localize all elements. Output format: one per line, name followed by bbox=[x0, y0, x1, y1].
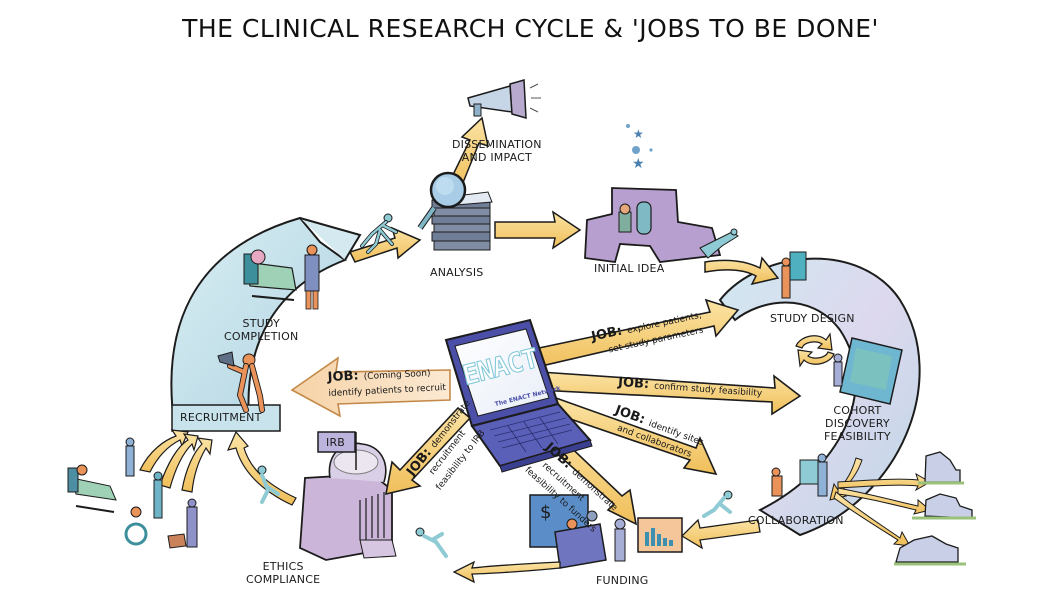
job-arrow-study-design bbox=[519, 298, 740, 371]
analysis-illustration bbox=[417, 171, 493, 251]
diagram-title: THE CLINICAL RESEARCH CYCLE & 'JOBS TO B… bbox=[182, 14, 879, 43]
stage-label-funding: FUNDING bbox=[596, 574, 649, 587]
completion-line-2: COMPLETION bbox=[224, 330, 299, 343]
stage-label-dissemination: DISSEMINATION AND IMPACT bbox=[452, 138, 542, 164]
job-text-line-1: (Coming Soon) bbox=[363, 368, 431, 383]
laptop-icon bbox=[444, 318, 593, 473]
job-arrow-recruitment bbox=[290, 356, 451, 418]
stage-label-initial-idea: INITIAL IDEA bbox=[594, 262, 665, 275]
arrow-initial-idea-to-study-design bbox=[704, 256, 780, 286]
svg-text:$: $ bbox=[540, 502, 551, 523]
completion-line-1: STUDY bbox=[242, 317, 280, 330]
recruiter-figure bbox=[217, 351, 265, 413]
svg-text:★: ★ bbox=[632, 156, 645, 172]
arrow-collaboration-to-funding bbox=[680, 518, 761, 550]
patients-group bbox=[67, 437, 198, 549]
megaphone-icon bbox=[467, 79, 541, 120]
stage-label-ethics-compliance: ETHICS COMPLIANCE bbox=[246, 560, 320, 586]
stage-label-analysis: ANALYSIS bbox=[430, 266, 484, 279]
job-keyword: JOB: bbox=[327, 368, 360, 386]
runner-figures-bottom bbox=[257, 465, 733, 558]
hospital-sites bbox=[894, 451, 976, 566]
cohort-line-1: COHORT bbox=[833, 404, 882, 417]
arrow-funding-to-ethics bbox=[452, 560, 561, 584]
runner-figure bbox=[360, 213, 398, 254]
svg-text:★: ★ bbox=[633, 127, 644, 141]
ethics-line-1: ETHICS bbox=[262, 560, 304, 573]
cohort-line-2: DISCOVERY bbox=[825, 417, 890, 430]
study-design-figure bbox=[781, 251, 807, 299]
funding-illustration: $ bbox=[529, 494, 683, 569]
refresh-cycle-icon bbox=[795, 332, 835, 368]
irb-building bbox=[299, 431, 397, 561]
dissemination-line-1: DISSEMINATION bbox=[452, 138, 542, 151]
ethics-line-2: COMPLIANCE bbox=[246, 573, 321, 586]
stage-label-study-design: STUDY DESIGN bbox=[770, 312, 855, 325]
stage-label-recruitment: RECRUITMENT bbox=[180, 411, 262, 424]
arrow-analysis-to-initial-idea bbox=[494, 210, 582, 250]
study-completion-illustration bbox=[243, 244, 320, 310]
collaboration-figures bbox=[771, 453, 863, 501]
us-map-illustration bbox=[833, 337, 903, 405]
stage-label-collaboration: COLLABORATION bbox=[748, 514, 844, 527]
patient-recruitment-arrows bbox=[139, 429, 297, 506]
right-cycle-band bbox=[718, 257, 921, 537]
job-label-recruitment: JOB: (Coming Soon) identify patients to … bbox=[327, 364, 446, 400]
stage-label-cohort-discovery: COHORT DISCOVERY FEASIBILITY bbox=[824, 404, 891, 443]
job-keyword: JOB: bbox=[617, 374, 650, 393]
initial-idea-illustration: ★ ★ bbox=[584, 124, 739, 263]
job-arrow-cohort-feasibility bbox=[537, 371, 802, 416]
cohort-line-3: FEASIBILITY bbox=[824, 430, 891, 443]
stage-label-study-completion: STUDY COMPLETION bbox=[224, 317, 298, 343]
dissemination-line-2: AND IMPACT bbox=[461, 151, 532, 164]
irb-flag-label: IRB bbox=[326, 436, 346, 449]
job-arrow-irb bbox=[384, 406, 472, 496]
